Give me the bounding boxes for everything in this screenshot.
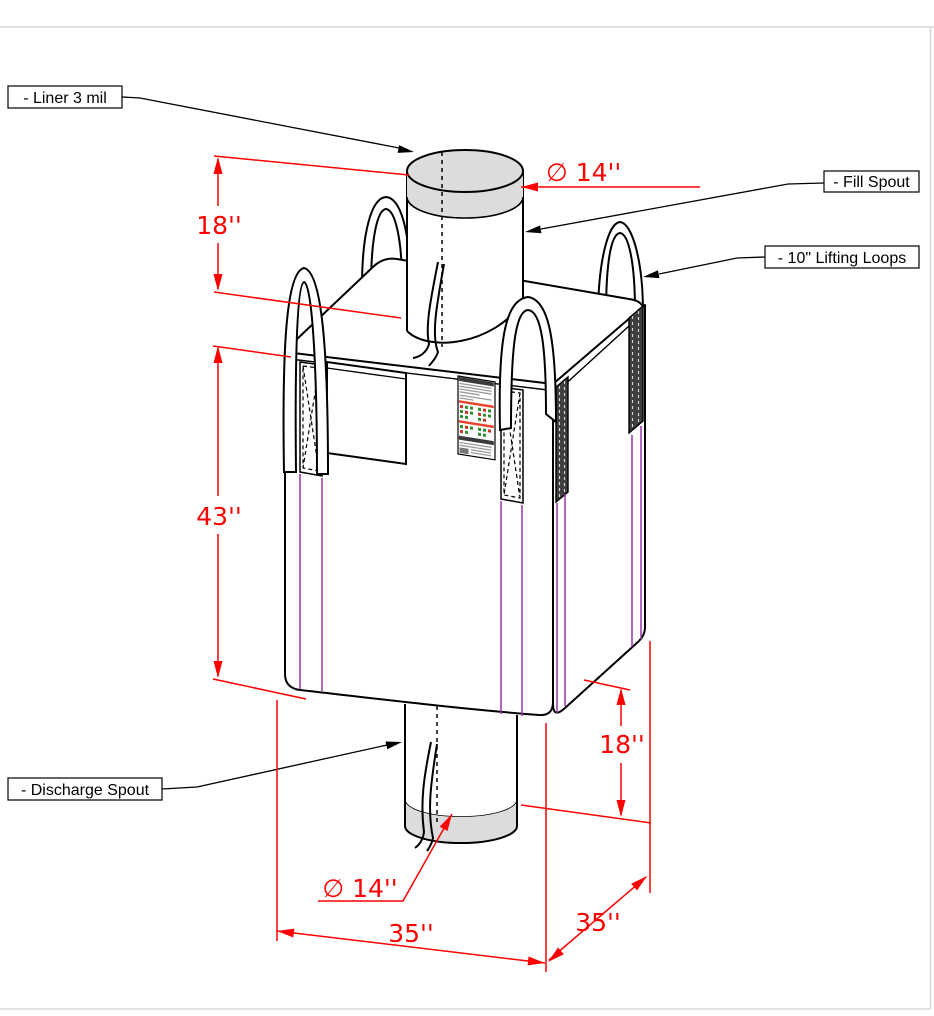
callout-lifting-loops-label: - 10" Lifting Loops [778, 250, 906, 267]
callout-fill-spout-label: - Fill Spout [833, 174, 910, 191]
warning-label-pictograms [460, 404, 491, 422]
callout-liner-box [7, 85, 123, 109]
loop-patch-right-front [555, 375, 569, 504]
callout-fill-spout-leader [540, 182, 825, 230]
warning-label [457, 375, 496, 461]
document-pouch [326, 360, 407, 466]
lifting-loop-front-right [498, 295, 558, 432]
dimension-bag-height: 43'' [196, 345, 307, 700]
callout-liner: - Liner 3 mil [7, 85, 414, 153]
callout-discharge-spout-leader [161, 744, 388, 790]
fill-spout-opening [406, 149, 524, 193]
dim-bag-depth-text: 35'' [575, 908, 621, 937]
callout-lifting-loops-leader [658, 256, 766, 275]
dim-fill-spout-diameter-text: ∅ 14'' [546, 158, 621, 187]
dim-discharge-spout-diameter-text: ∅ 14'' [322, 874, 397, 903]
dim-bag-width-text: 35'' [388, 919, 434, 948]
lifting-loop-front-left [282, 266, 330, 475]
top-seam-right [559, 314, 642, 390]
callout-liner-leader [121, 96, 400, 149]
callout-discharge-spout: - Discharge Spout [7, 741, 402, 801]
callout-lifting-loops-box [764, 245, 920, 269]
dimension-fill-spout-height: 18'' [196, 155, 410, 319]
dim-discharge-spout-height-text: 18'' [599, 730, 645, 759]
dim-bag-height-text: 43'' [196, 502, 242, 531]
callout-liner-label: - Liner 3 mil [23, 90, 107, 107]
dimension-discharge-spout-height: 18'' [520, 679, 652, 824]
dimension-discharge-spout-diameter: ∅ 14'' [318, 813, 453, 903]
seam-lines [299, 426, 642, 716]
callout-fill-spout-box [823, 170, 920, 193]
page-border [0, 26, 934, 1010]
callout-liner-arrow [397, 145, 414, 153]
dim-fill-spout-height-text: 18'' [196, 211, 242, 240]
dimension-bag-width: 35'' [276, 700, 547, 972]
dimension-bag-depth: 35'' [548, 641, 651, 962]
discharge-spout [404, 704, 518, 852]
fill-spout-tie-cords [412, 261, 445, 367]
callout-lifting-loops: - 10" Lifting Loops [643, 245, 920, 279]
warning-label-pictograms-2 [460, 424, 491, 437]
discharge-spout-tie-cords [414, 741, 438, 852]
callout-discharge-spout-box [7, 777, 163, 801]
callout-fill-spout: - Fill Spout [525, 170, 920, 234]
bag-right-face [552, 304, 646, 714]
dimension-fill-spout-diameter: ∅ 14'' [521, 158, 700, 192]
loop-patch-right-rear [628, 304, 644, 435]
callout-discharge-spout-label: - Discharge Spout [21, 782, 150, 799]
callout-discharge-spout-arrow [385, 741, 402, 750]
callout-lifting-loops-arrow [643, 270, 660, 279]
callout-fill-spout-arrow [525, 225, 542, 234]
